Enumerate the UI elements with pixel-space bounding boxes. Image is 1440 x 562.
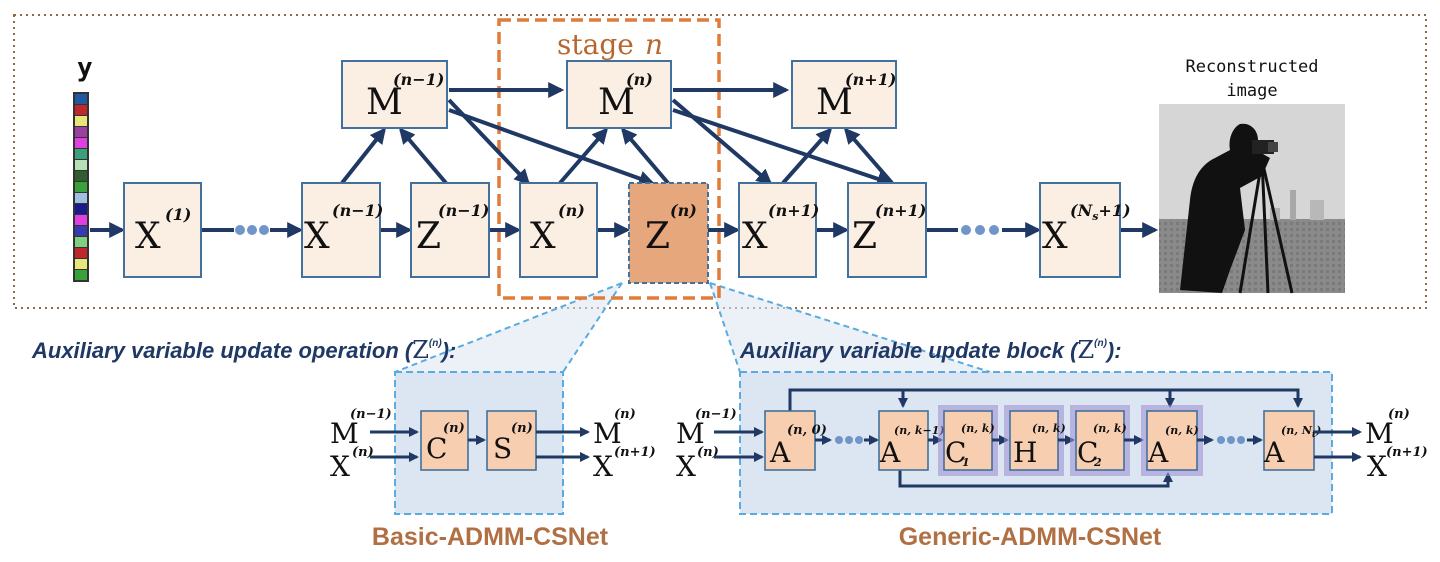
svg-text:Z: Z	[645, 216, 670, 257]
svg-text:(n): (n)	[511, 421, 533, 436]
svg-text:H: H	[1013, 436, 1037, 469]
svg-text:X: X	[1042, 216, 1068, 257]
svg-text:C: C	[1077, 436, 1098, 469]
basic-in-top: M	[330, 417, 359, 450]
svg-text:(n): (n)	[670, 201, 697, 220]
generic-op-a-n-0: A (n, 0)	[764, 410, 827, 471]
output-caption-line2: image	[1226, 81, 1277, 101]
svg-text:(n, k−1): (n, k−1)	[894, 424, 945, 437]
ellipsis-1	[235, 225, 269, 235]
svg-text:(n+1): (n+1)	[614, 445, 656, 460]
svg-text:X: X	[530, 216, 556, 257]
basic-net-name: Basic-ADMM-CSNet	[372, 523, 609, 551]
basic-op-s: S (n)	[486, 410, 537, 471]
svg-text:(n): (n)	[614, 407, 636, 422]
svg-text:S: S	[493, 432, 512, 465]
node-m-n-minus-1: M (n−1)	[341, 60, 448, 129]
node-x-n-plus-1: X (n+1)	[738, 182, 819, 278]
stage-variable: n	[645, 28, 663, 61]
svg-text:(n): (n)	[626, 70, 653, 89]
svg-text:2: 2	[1093, 456, 1102, 469]
generic-out-bot: X	[1367, 450, 1387, 483]
svg-text:A: A	[879, 436, 901, 469]
generic-op-a-n-k-minus-1: A (n, k−1)	[878, 410, 945, 471]
generic-ellipsis-1	[835, 436, 863, 444]
generic-op-c2: C 2 (n, k)	[1070, 405, 1130, 476]
generic-ellipsis-2	[1217, 436, 1245, 444]
svg-text:(n): (n)	[443, 421, 465, 436]
basic-out-bot: X	[593, 450, 613, 483]
svg-text:A: A	[1263, 436, 1285, 469]
generic-op-a-n-nt: A (n, Nt)	[1263, 410, 1321, 471]
node-x-n-minus-1: X (n−1)	[301, 182, 383, 278]
svg-text:(n−1): (n−1)	[350, 407, 392, 422]
svg-text:(n): (n)	[697, 445, 719, 460]
stage-box	[497, 18, 721, 300]
generic-in-top: M	[676, 417, 705, 450]
generic-op-a-n-k: A (n, k)	[1141, 405, 1203, 476]
svg-text:(n): (n)	[1388, 407, 1410, 422]
generic-net-name: Generic-ADMM-CSNet	[899, 523, 1162, 551]
node-x-ns-plus-1: X (Ns+1)	[1039, 182, 1131, 278]
svg-text:(n, k): (n, k)	[1165, 424, 1199, 437]
reconstructed-image	[1159, 104, 1345, 294]
svg-text:(n, k): (n, k)	[1093, 422, 1127, 435]
svg-text:(n+1): (n+1)	[875, 201, 926, 220]
node-m-n-plus-1: M (n+1)	[791, 60, 897, 129]
node-x1: X (1)	[123, 182, 202, 278]
node-z-n-plus-1: Z (n+1)	[847, 182, 927, 278]
svg-text:M: M	[366, 82, 403, 123]
svg-text:A: A	[1147, 436, 1169, 469]
svg-text:M: M	[816, 82, 853, 123]
svg-text:(n): (n)	[352, 445, 374, 460]
svg-text:(n−1): (n−1)	[695, 407, 737, 422]
svg-text:X: X	[304, 216, 330, 257]
input-label: y	[77, 53, 93, 83]
svg-text:C: C	[945, 436, 966, 469]
basic-op-c: C (n)	[420, 410, 469, 471]
svg-text:A: A	[769, 436, 791, 469]
svg-text:C: C	[426, 432, 447, 465]
svg-text:(n+1): (n+1)	[845, 70, 896, 89]
svg-text:Z: Z	[416, 216, 441, 257]
node-m-n: M (n)	[566, 60, 672, 129]
svg-text:(n−1): (n−1)	[332, 201, 383, 220]
svg-text:X: X	[135, 216, 161, 257]
generic-out-top: M	[1365, 417, 1394, 450]
node-z-n-highlighted: Z (n)	[628, 182, 709, 284]
output-caption-line1: Reconstructed	[1185, 57, 1318, 77]
svg-text:(Ns+1): (Ns+1)	[1070, 201, 1131, 223]
svg-text:(1): (1)	[165, 205, 191, 224]
basic-in-bot: X	[330, 450, 350, 483]
svg-text:(n, k): (n, k)	[1032, 422, 1066, 435]
measurement-vector	[73, 92, 89, 282]
basic-out-top: M	[593, 417, 622, 450]
svg-text:1: 1	[962, 456, 970, 469]
svg-text:(n−1): (n−1)	[393, 70, 444, 89]
node-x-n: X (n)	[519, 182, 598, 278]
generic-op-c1: C 1 (n, k)	[938, 405, 998, 476]
svg-text:(n+1): (n+1)	[1386, 445, 1428, 460]
node-z-n-minus-1: Z (n−1)	[410, 182, 490, 278]
svg-text:(n+1): (n+1)	[768, 201, 819, 220]
svg-text:(n): (n)	[558, 201, 585, 220]
generic-in-bot: X	[676, 450, 696, 483]
svg-text:Z: Z	[852, 216, 877, 257]
ellipsis-2	[961, 225, 999, 235]
basic-heading: Auxiliary variable update operation (Z(n…	[31, 336, 456, 364]
stage-label: stage	[557, 28, 634, 61]
svg-text:(n−1): (n−1)	[438, 201, 489, 220]
generic-op-h: H (n, k)	[1004, 405, 1066, 476]
svg-text:X: X	[742, 216, 768, 257]
svg-text:(n, 0): (n, 0)	[787, 423, 827, 438]
svg-text:M: M	[598, 82, 635, 123]
svg-text:(n, k): (n, k)	[961, 422, 995, 435]
generic-heading: Auxiliary variable update block (Z(n)):	[739, 336, 1122, 364]
